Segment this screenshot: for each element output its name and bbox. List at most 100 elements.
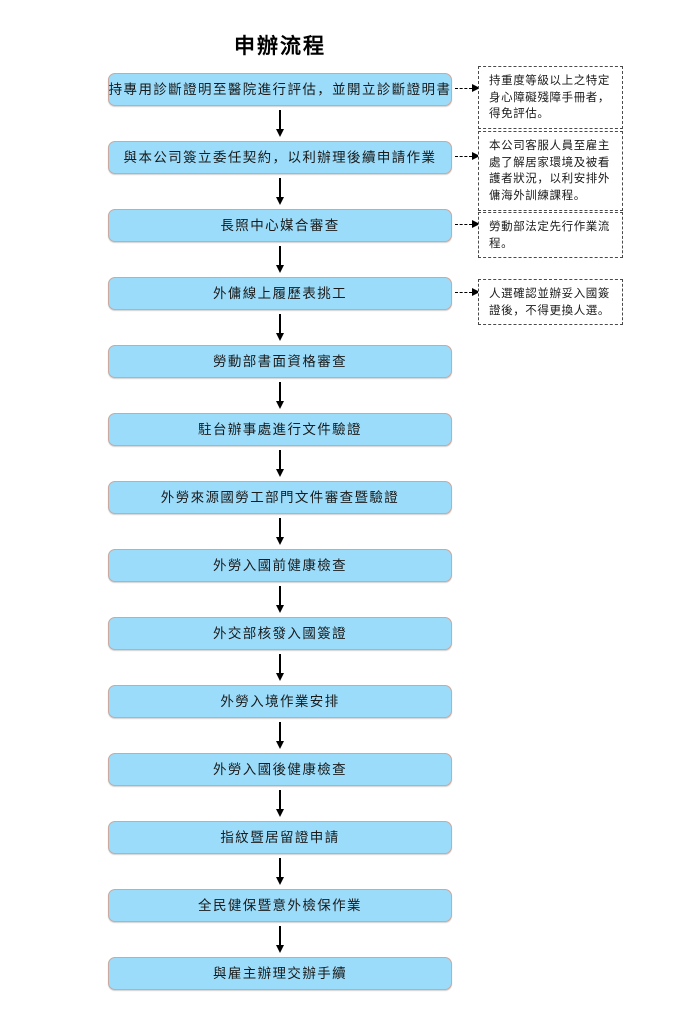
flow-box-7-label: 外勞來源國勞工部門文件審查暨驗證 [160, 489, 400, 505]
arrow-down-icon [275, 333, 284, 341]
flow-box-10-label: 外勞入境作業安排 [220, 693, 340, 709]
flow-box-1[interactable]: 持專用診斷證明至醫院進行評估，並開立診斷證明書 [108, 73, 452, 106]
flow-step-14: 與雇主辦理交辦手續 [108, 957, 452, 990]
flow-step-8: 外勞入國前健康檢查 [108, 549, 452, 582]
arrow-down-icon [275, 537, 284, 545]
flow-step-7: 外勞來源國勞工部門文件審查暨驗證 [108, 481, 452, 514]
flow-box-3[interactable]: 長照中心媒合審查 [108, 209, 452, 242]
branch-arrow-note-1 [455, 83, 481, 95]
arrow-down-icon [275, 265, 284, 273]
connector-8-9 [108, 582, 452, 617]
connector-line [279, 858, 281, 879]
flow-box-1-label: 持專用診斷證明至醫院進行評估，並開立診斷證明書 [108, 81, 452, 97]
flow-box-3-label: 長照中心媒合審查 [220, 217, 340, 233]
connector-line [279, 450, 281, 471]
flow-box-5-label: 勞動部書面資格審查 [212, 353, 348, 369]
arrow-down-icon [275, 605, 284, 613]
arrow-down-icon [275, 129, 284, 137]
note-box-4[interactable]: 人選確認並辦妥入國簽證後，不得更換人選。 [478, 279, 623, 326]
connector-line [279, 790, 281, 811]
note-box-1[interactable]: 持重度等級以上之特定身心障礙殘障手冊者，得免評估。 [478, 66, 623, 130]
connector-line [279, 586, 281, 607]
note-box-2[interactable]: 本公司客服人員至雇主處了解居家環境及被看護者狀況，以利安排外傭海外訓練課程。 [478, 131, 623, 211]
note-box-2-text: 本公司客服人員至雇主處了解居家環境及被看護者狀況，以利安排外傭海外訓練課程。 [489, 140, 610, 203]
flow-step-6: 駐台辦事處進行文件驗證 [108, 413, 452, 446]
connector-1-2 [108, 106, 452, 141]
dashed-line [455, 156, 472, 157]
connector-11-12 [108, 786, 452, 821]
connector-line [279, 518, 281, 539]
flow-step-2: 與本公司簽立委任契約，以利辦理後續申請作業 [108, 141, 452, 174]
flow-box-12-label: 指紋暨居留證申請 [220, 829, 340, 845]
note-box-1-text: 持重度等級以上之特定身心障礙殘障手冊者，得免評估。 [489, 75, 610, 121]
arrow-right-icon [472, 288, 480, 296]
flow-step-4: 外傭線上履歷表挑工 [108, 277, 452, 310]
note-box-3-text: 勞動部法定先行作業流程。 [489, 221, 610, 250]
connector-6-7 [108, 446, 452, 481]
flow-step-3: 長照中心媒合審查 [108, 209, 452, 242]
connector-5-6 [108, 378, 452, 413]
flow-box-14[interactable]: 與雇主辦理交辦手續 [108, 957, 452, 990]
flow-box-11-label: 外勞入國後健康檢查 [212, 761, 348, 777]
connector-2-3 [108, 174, 452, 209]
connector-line [279, 654, 281, 675]
connector-line [279, 722, 281, 743]
flow-box-4-label: 外傭線上履歷表挑工 [212, 285, 348, 301]
dashed-line [455, 292, 472, 293]
flow-step-11: 外勞入國後健康檢查 [108, 753, 452, 786]
flow-box-6[interactable]: 駐台辦事處進行文件驗證 [108, 413, 452, 446]
branch-arrow-note-4 [455, 287, 481, 299]
flow-box-2[interactable]: 與本公司簽立委任契約，以利辦理後續申請作業 [108, 141, 452, 174]
connector-line [279, 382, 281, 403]
flow-box-7[interactable]: 外勞來源國勞工部門文件審查暨驗證 [108, 481, 452, 514]
connector-line [279, 926, 281, 947]
arrow-down-icon [275, 197, 284, 205]
connector-3-4 [108, 242, 452, 277]
arrow-right-icon [472, 152, 480, 160]
arrow-down-icon [275, 401, 284, 409]
flow-step-9: 外交部核發入國簽證 [108, 617, 452, 650]
flow-box-4[interactable]: 外傭線上履歷表挑工 [108, 277, 452, 310]
flow-step-1: 持專用診斷證明至醫院進行評估，並開立診斷證明書 [108, 73, 452, 106]
connector-10-11 [108, 718, 452, 753]
connector-line [279, 246, 281, 267]
connector-4-5 [108, 310, 452, 345]
flow-step-10: 外勞入境作業安排 [108, 685, 452, 718]
arrow-down-icon [275, 877, 284, 885]
flow-box-14-label: 與雇主辦理交辦手續 [212, 965, 348, 981]
connector-line [279, 314, 281, 335]
arrow-right-icon [472, 220, 480, 228]
connector-7-8 [108, 514, 452, 549]
flow-box-8-label: 外勞入國前健康檢查 [212, 557, 348, 573]
connector-line [279, 178, 281, 199]
note-box-3[interactable]: 勞動部法定先行作業流程。 [478, 212, 623, 259]
flow-step-12: 指紋暨居留證申請 [108, 821, 452, 854]
arrow-down-icon [275, 741, 284, 749]
flow-box-5[interactable]: 勞動部書面資格審查 [108, 345, 452, 378]
flow-box-8[interactable]: 外勞入國前健康檢查 [108, 549, 452, 582]
flow-step-5: 勞動部書面資格審查 [108, 345, 452, 378]
note-box-4-text: 人選確認並辦妥入國簽證後，不得更換人選。 [489, 288, 610, 317]
dashed-line [455, 88, 472, 89]
flowchart-main-column: 持專用診斷證明至醫院進行評估，並開立診斷證明書 與本公司簽立委任契約，以利辦理後… [108, 73, 452, 990]
connector-13-14 [108, 922, 452, 957]
arrow-down-icon [275, 673, 284, 681]
flow-box-9[interactable]: 外交部核發入國簽證 [108, 617, 452, 650]
connector-12-13 [108, 854, 452, 889]
flow-box-6-label: 駐台辦事處進行文件驗證 [198, 421, 362, 437]
flow-step-13: 全民健保暨意外檢保作業 [108, 889, 452, 922]
flow-box-2-label: 與本公司簽立委任契約，以利辦理後續申請作業 [123, 149, 437, 165]
flow-box-12[interactable]: 指紋暨居留證申請 [108, 821, 452, 854]
arrow-right-icon [472, 84, 480, 92]
connector-9-10 [108, 650, 452, 685]
arrow-down-icon [275, 809, 284, 817]
flow-box-13-label: 全民健保暨意外檢保作業 [198, 897, 362, 913]
flow-box-10[interactable]: 外勞入境作業安排 [108, 685, 452, 718]
arrow-down-icon [275, 945, 284, 953]
flow-box-11[interactable]: 外勞入國後健康檢查 [108, 753, 452, 786]
flow-box-13[interactable]: 全民健保暨意外檢保作業 [108, 889, 452, 922]
branch-arrow-note-3 [455, 219, 481, 231]
dashed-line [455, 224, 472, 225]
flow-box-9-label: 外交部核發入國簽證 [212, 625, 348, 641]
arrow-down-icon [275, 469, 284, 477]
